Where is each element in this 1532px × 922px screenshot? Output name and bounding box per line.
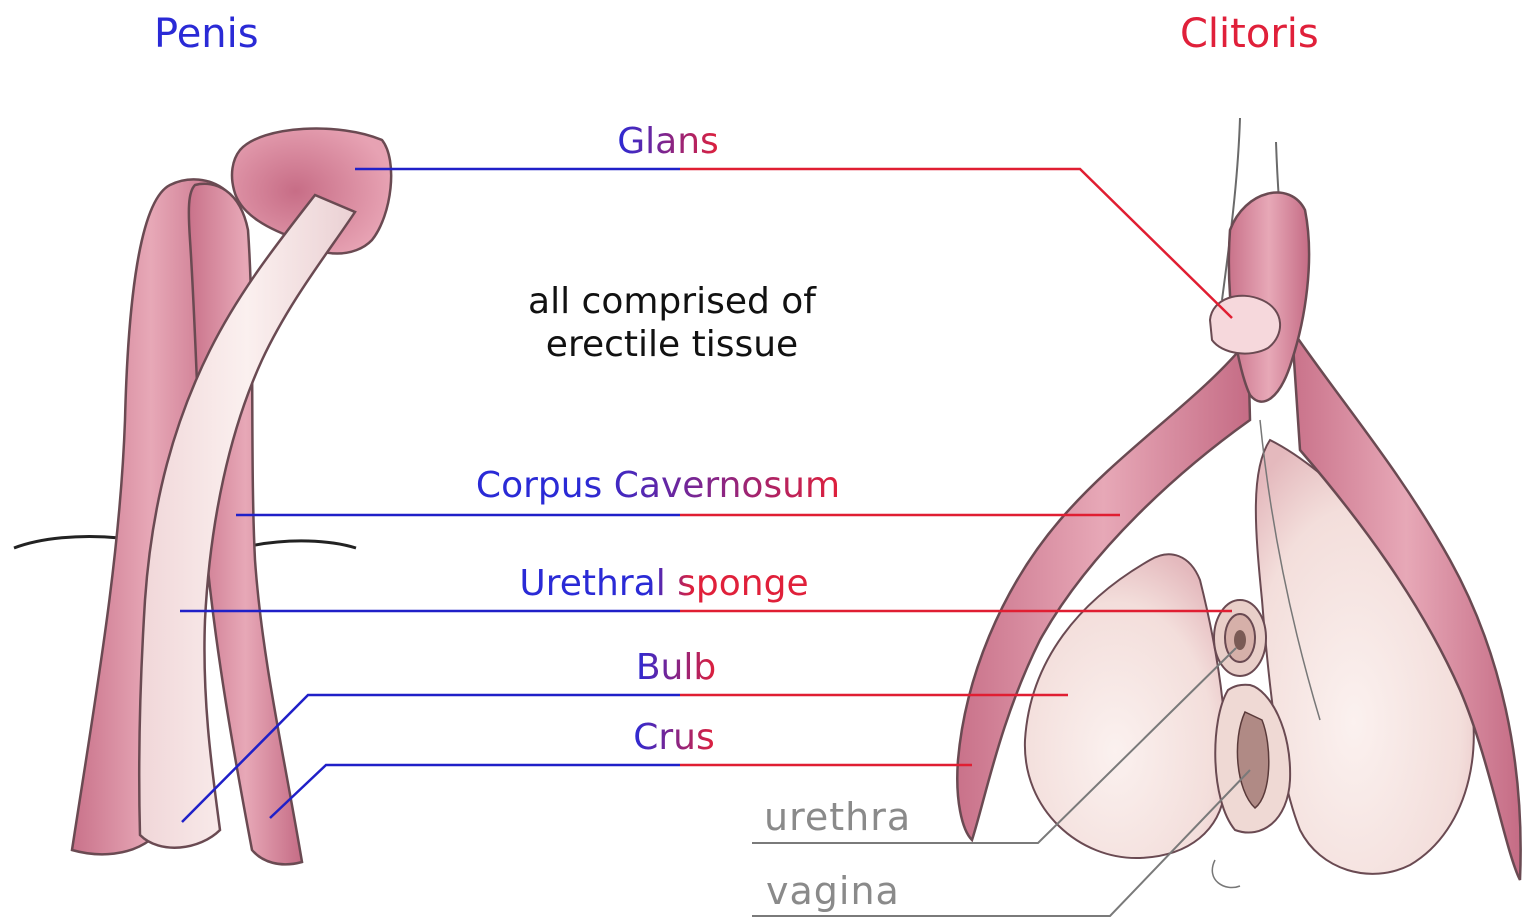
penis-title: Penis <box>154 14 259 54</box>
label-bulb: Bulb <box>636 650 716 686</box>
label-corpus-cavernosum: Corpus Cavernosum <box>476 468 840 504</box>
label-urethral-sponge: Urethral sponge <box>519 566 808 602</box>
label-vagina: vagina <box>766 872 900 910</box>
clitoris-illustration <box>957 118 1520 888</box>
label-glans-text: Glans <box>617 121 719 162</box>
note-line-1: all comprised of <box>528 280 816 323</box>
erectile-tissue-note: all comprised of erectile tissue <box>528 280 816 366</box>
label-urethra: urethra <box>764 798 911 836</box>
label-glans: Glans <box>617 124 719 160</box>
label-crus: Crus <box>633 720 715 756</box>
penis-illustration <box>14 129 391 865</box>
label-urethral-sponge-text: Urethral sponge <box>519 563 808 604</box>
label-crus-text: Crus <box>633 717 715 758</box>
label-corpus-cavernosum-text: Corpus Cavernosum <box>476 465 840 506</box>
crus-line-male <box>270 765 680 818</box>
label-bulb-text: Bulb <box>636 647 716 688</box>
clitoris-title: Clitoris <box>1180 14 1319 54</box>
note-line-2: erectile tissue <box>528 323 816 366</box>
clitoris-glans <box>1210 296 1280 354</box>
